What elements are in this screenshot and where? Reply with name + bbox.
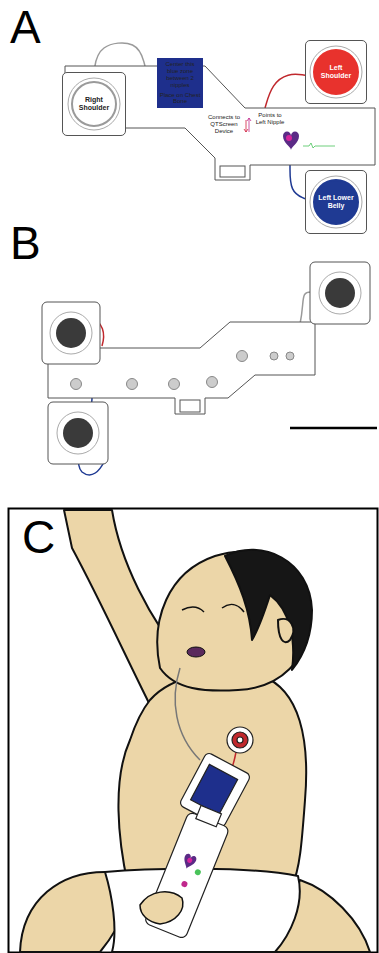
electrode-pad: Right Shoulder (62, 72, 126, 136)
strip-back (42, 302, 100, 364)
strip-back (50, 312, 92, 354)
strip-back (180, 400, 200, 412)
ecg-trace (303, 143, 335, 148)
worn-strip (140, 668, 253, 939)
electrode-pad: Left Lower Belly (305, 170, 367, 234)
electrode-gel (72, 82, 116, 126)
infant-figure (278, 619, 293, 642)
brand-heart (283, 132, 299, 151)
pointer-arrow (247, 118, 251, 132)
strip-back (56, 318, 86, 348)
strip-back (63, 418, 93, 448)
electrode-ring (310, 176, 362, 228)
lead-wire (290, 165, 305, 199)
placement-instruction: Center this blue zone between 2 nipples (159, 61, 201, 89)
pointer-arrow (244, 120, 248, 132)
electrode-ring (68, 78, 120, 130)
site-label: Right Shoulder (76, 96, 112, 112)
electrode-pad: Left Shoulder (305, 40, 367, 104)
infant-figure (182, 607, 204, 612)
infant-figure (187, 647, 205, 657)
device-connector (220, 166, 245, 177)
panel-letter: B (10, 220, 41, 266)
strip-back (48, 402, 108, 464)
worn-strip (232, 732, 248, 748)
strip-back (286, 352, 294, 360)
lead-wire (265, 74, 305, 108)
electrode-ring (310, 46, 362, 98)
worn-strip (191, 764, 238, 814)
placement-instruction: Place on Chest Bone (159, 92, 201, 106)
strip-back (207, 377, 218, 388)
worn-strip (186, 857, 193, 864)
brand-heart (286, 135, 292, 141)
infant-figure (222, 605, 244, 612)
strip-back (325, 278, 355, 308)
strip-note: Points to Left Nipple (253, 112, 287, 126)
strip-back (71, 351, 295, 390)
scale-bar (290, 427, 377, 430)
worn-strip (227, 727, 253, 753)
site-label: Left Shoulder (318, 64, 354, 80)
panel-letter: C (22, 514, 55, 560)
infant-figure (20, 510, 370, 952)
worn-strip (140, 892, 183, 924)
strip-back (300, 292, 311, 324)
electrode-gel (314, 50, 358, 94)
strip-back (310, 262, 370, 324)
worn-strip (194, 868, 202, 876)
electrode-gel (314, 180, 358, 224)
strip-back (270, 352, 278, 360)
site-label: Left Lower Belly (318, 194, 354, 210)
strip-back (71, 379, 82, 390)
strip-back (42, 262, 370, 475)
panel-letter: A (10, 4, 41, 50)
strip-back (237, 351, 248, 362)
strip-back (127, 379, 138, 390)
note-holder: Points to Left Nipple (253, 112, 287, 126)
strip-back (57, 412, 99, 454)
worn-strip (196, 806, 222, 827)
placement-zone: Center this blue zone between 2 nipplesP… (157, 58, 203, 108)
panel-frame (9, 509, 378, 953)
infant-figure (225, 550, 312, 670)
strip-back (319, 272, 361, 314)
worn-strip (237, 737, 243, 743)
note-holder: Connects to QTScreen Device (205, 114, 243, 135)
worn-strip (175, 668, 200, 760)
strip-note: Connects to QTScreen Device (205, 114, 243, 135)
strip-back (169, 379, 180, 390)
worn-strip (181, 880, 189, 888)
worn-strip (181, 853, 198, 871)
